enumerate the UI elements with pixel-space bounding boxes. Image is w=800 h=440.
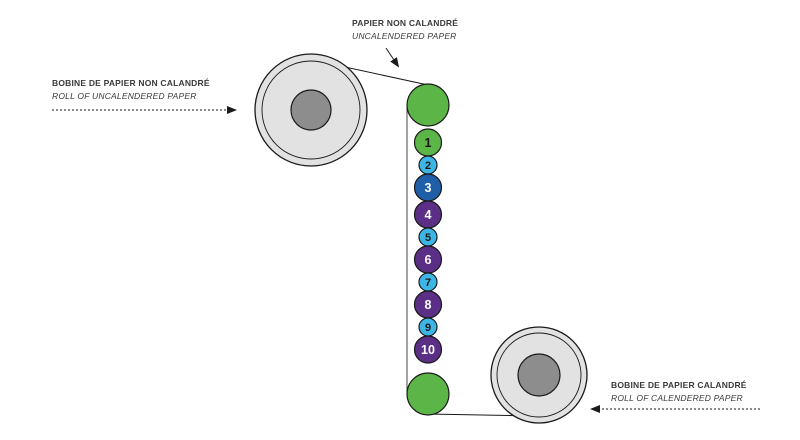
calender-roller-number: 9 [425,322,431,334]
guide-roller-top [406,83,450,127]
label-left: BOBINE DE PAPIER NON CALANDRÉ ROLL OF UN… [52,78,210,101]
guide-roller-bottom [406,372,450,416]
calender-roller-stack: 1 2 3 4 5 6 7 8 9 10 [413,128,443,364]
roll-uncalendered [254,53,368,167]
arrow-top [385,47,400,68]
calender-roller-number: 4 [425,208,432,222]
label-top-en: UNCALENDERED PAPER [352,31,457,41]
roll-core [517,353,561,397]
label-top-fr: PAPIER NON CALANDRÉ [352,18,459,28]
calender-roller-number: 5 [425,232,431,244]
calender-roller-number: 8 [425,298,432,312]
calender-roller-number: 2 [425,160,431,172]
label-left-fr: BOBINE DE PAPIER NON CALANDRÉ [52,78,210,88]
calender-roller-10 [413,335,443,364]
calender-roller-number: 7 [425,277,431,289]
label-right: BOBINE DE PAPIER CALANDRÉ ROLL OF CALEND… [611,380,747,403]
label-right-fr: BOBINE DE PAPIER CALANDRÉ [611,380,747,390]
label-top: PAPIER NON CALANDRÉ UNCALENDERED PAPER [352,18,458,41]
label-right-en: ROLL OF CALENDERED PAPER [611,393,743,403]
calender-roller-number: 1 [425,136,432,150]
calender-roller-number: 6 [425,253,432,267]
calender-roller-number: 3 [425,181,432,195]
roll-core [290,89,332,131]
roll-calendered [490,326,588,424]
calender-roller-number: 10 [421,343,435,357]
label-left-en: ROLL OF UNCALENDERED PAPER [52,91,197,101]
